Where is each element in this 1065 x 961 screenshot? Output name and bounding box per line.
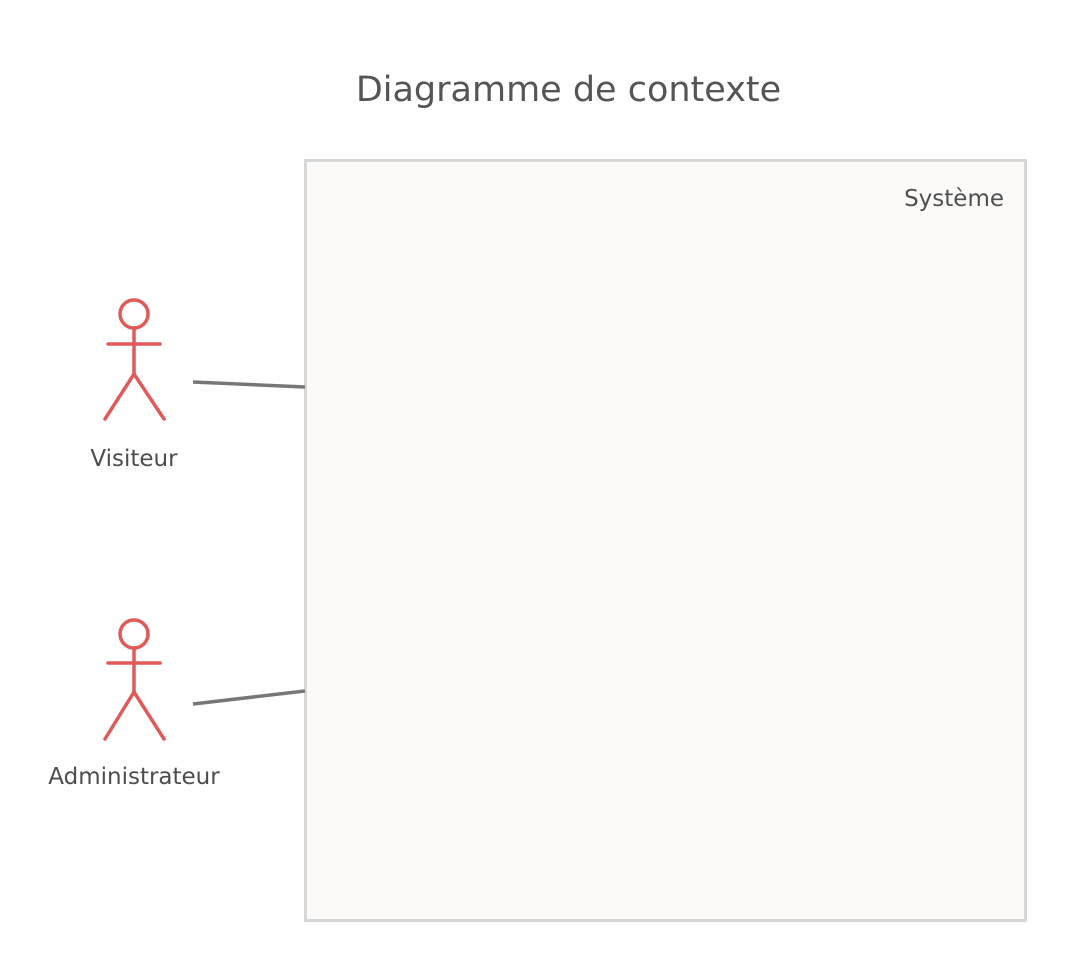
connector-visiteur[interactable] (192, 380, 306, 389)
actor-visiteur-label: Visiteur (90, 446, 178, 472)
actor-visiteur-icon[interactable] (103, 298, 166, 421)
actor-administrateur-label: Administrateur (48, 764, 220, 790)
diagram-title: Diagramme de contexte (355, 70, 782, 110)
actor-administrateur-icon[interactable] (103, 618, 166, 741)
system-boundary[interactable]: Système (304, 159, 1027, 922)
system-label: Système (904, 186, 1004, 212)
connector-administrateur[interactable] (192, 689, 306, 706)
